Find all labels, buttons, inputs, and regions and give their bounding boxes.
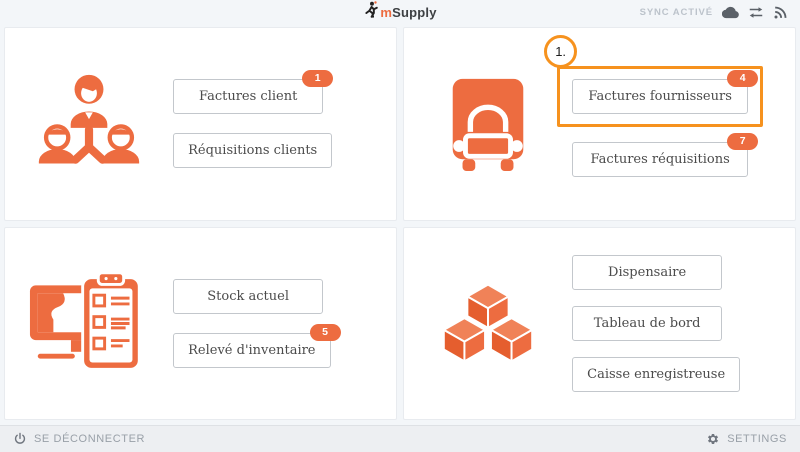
button-column-fournisseurs: 1. Factures fournisseurs 4 Factures réqu… bbox=[544, 35, 795, 178]
sync-status-area: SYNC ACTIVÉ bbox=[640, 5, 800, 20]
feed-icon[interactable] bbox=[773, 5, 788, 20]
factures-requisitions-button[interactable]: Factures réquisitions bbox=[572, 142, 749, 178]
top-bar: mSupply SYNC ACTIVÉ bbox=[0, 0, 800, 25]
panel-stock: Stock actuel Relevé d'inventaire 5 bbox=[4, 226, 397, 420]
releve-inventaire-badge: 5 bbox=[309, 323, 341, 341]
factures-client-button[interactable]: Factures client bbox=[173, 79, 324, 115]
panel-clients: Factures client 1 Réquisitions clients bbox=[4, 27, 397, 221]
factures-fournisseurs-button[interactable]: Factures fournisseurs bbox=[572, 79, 749, 115]
power-icon bbox=[13, 432, 27, 446]
button-column-modules: Dispensaire Tableau de bord Caisse enreg… bbox=[572, 254, 795, 392]
tableau-de-bord-button[interactable]: Tableau de bord bbox=[572, 305, 723, 341]
gear-icon bbox=[706, 432, 720, 446]
sync-arrows-icon[interactable] bbox=[748, 5, 764, 20]
logout-button[interactable]: SE DÉCONNECTER bbox=[13, 432, 145, 446]
customers-icon bbox=[5, 70, 173, 178]
button-column-stock: Stock actuel Relevé d'inventaire 5 bbox=[173, 278, 396, 368]
dispensaire-button[interactable]: Dispensaire bbox=[572, 254, 723, 290]
sync-status-label: SYNC ACTIVÉ bbox=[639, 7, 713, 18]
requisitions-clients-button[interactable]: Réquisitions clients bbox=[173, 133, 333, 169]
stock-actuel-button[interactable]: Stock actuel bbox=[173, 278, 324, 314]
panel-fournisseurs: 1. Factures fournisseurs 4 Factures réqu… bbox=[403, 27, 796, 221]
button-column-clients: Factures client 1 Réquisitions clients bbox=[173, 70, 396, 169]
tutorial-step-annotation: 1. bbox=[544, 35, 578, 69]
releve-inventaire-button[interactable]: Relevé d'inventaire bbox=[173, 332, 331, 368]
panel-modules: Dispensaire Tableau de bord Caisse enreg… bbox=[403, 226, 796, 420]
brand-text: mSupply bbox=[380, 5, 437, 20]
factures-fournisseurs-badge: 4 bbox=[727, 70, 759, 88]
msupply-logo: mSupply bbox=[363, 0, 436, 25]
caisse-enregistreuse-button[interactable]: Caisse enregistreuse bbox=[572, 356, 741, 392]
dashboard-grid: Factures client 1 Réquisitions clients bbox=[0, 25, 800, 425]
factures-requisitions-badge: 7 bbox=[727, 133, 759, 151]
cloud-icon[interactable] bbox=[722, 5, 739, 20]
bottom-bar: SE DÉCONNECTER SETTINGS bbox=[0, 425, 800, 452]
truck-icon bbox=[404, 75, 572, 173]
factures-client-badge: 1 bbox=[302, 70, 334, 88]
cubes-icon bbox=[404, 277, 572, 369]
tutorial-highlight-box: 1. Factures fournisseurs 4 bbox=[544, 35, 764, 128]
runner-icon bbox=[363, 1, 378, 24]
logout-label: SE DÉCONNECTER bbox=[34, 433, 146, 445]
settings-label: SETTINGS bbox=[727, 433, 787, 445]
settings-button[interactable]: SETTINGS bbox=[706, 432, 787, 446]
monitor-clipboard-icon bbox=[5, 271, 173, 375]
